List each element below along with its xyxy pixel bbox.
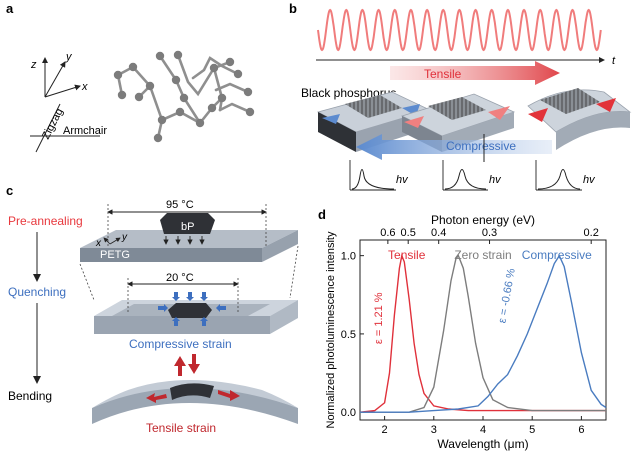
series-line-compressive <box>360 254 607 413</box>
x-tick-label: 6 <box>578 424 584 436</box>
compression-arrows <box>158 292 226 326</box>
armchair-label: Armchair <box>63 125 107 137</box>
top-axis-title: Photon energy (eV) <box>431 213 535 227</box>
step-bending: Bending <box>8 389 52 403</box>
series-line-tensile <box>359 253 606 413</box>
top-tick-label: 0.3 <box>482 227 497 239</box>
top-tick-label: 0.6 <box>380 227 395 239</box>
top-tick-label: 0.2 <box>584 227 599 239</box>
x-axis-title: Wavelength (μm) <box>437 437 528 451</box>
tensile-arrow <box>390 61 560 85</box>
pl-chart: 2 3 4 5 6 0.0 0.5 1.0 0.6 0.5 0.4 0.3 0.2 Photon ener… <box>325 213 607 451</box>
panel-a: a z y x Zigzag Armchair <box>6 1 255 153</box>
hv-label-left: hv <box>396 174 409 186</box>
transition-right <box>289 245 299 299</box>
y-tick-label: 0.5 <box>341 329 356 341</box>
mini-spectrum-right: hv <box>535 160 596 191</box>
axis-z-label: z <box>30 59 37 71</box>
compressive-arrow <box>356 134 552 160</box>
mini-spectrum-left: hv <box>349 160 409 191</box>
strain-annotation-tensile: ε = 1.21 % <box>373 292 385 344</box>
panel-c-letter: c <box>6 183 13 198</box>
hv-label-middle: hv <box>489 174 502 186</box>
axis-triad: z y x <box>30 51 88 98</box>
legend-label-compressive: Compressive <box>522 248 592 262</box>
compressive-strain-label: Compressive strain <box>129 337 232 351</box>
thermal-expansion-arrows <box>163 236 205 245</box>
mini-spectrum-middle: hv <box>442 160 502 191</box>
tensile-strain-label: Tensile strain <box>146 421 216 435</box>
series-line-zero-strain <box>360 254 606 413</box>
temp-cold-label: 20 °C <box>166 272 194 284</box>
top-tick-label: 0.4 <box>431 227 446 239</box>
legend-label-tensile: Tensile <box>388 248 426 262</box>
step-pre-annealing: Pre-annealing <box>8 214 83 228</box>
y-axis-title: Normalized photoluminescence intensity <box>325 231 337 428</box>
panel-a-letter: a <box>6 1 14 16</box>
axis-y-label: y <box>65 51 73 63</box>
legend-label-zero-strain: Zero strain <box>454 248 511 262</box>
compressive-arrow-label: Compressive <box>446 139 516 153</box>
axis-x-small: x <box>95 238 102 249</box>
bp-flake-hot <box>160 213 215 234</box>
bent-slab <box>527 88 632 150</box>
plot-frame <box>359 239 607 421</box>
top-tick-label: 0.5 <box>401 227 416 239</box>
strain-annotation-compressive: ε = -0.66 % <box>496 267 517 324</box>
axis-x-label: x <box>81 81 88 93</box>
axis-y-small: y <box>121 232 128 243</box>
hv-label-right: hv <box>583 174 596 186</box>
tensile-arrow-label: Tensile <box>424 67 462 81</box>
panel-c: c Pre-annealing Quenching Bending 95 °C … <box>6 183 299 435</box>
panel-d: d 2 3 4 5 6 0.0 0.5 1.0 0.6 0.5 0.4 0.3 0.2 Photon en… <box>318 207 607 451</box>
x-tick-label: 3 <box>431 424 437 436</box>
bending-arrows <box>174 354 200 376</box>
black-phosphorus-label: Black phosphorus <box>301 86 396 100</box>
bp-atoms <box>113 50 255 143</box>
zigzag-direction-line <box>35 103 61 153</box>
panel-b: b t Tensile Black phosphorus <box>289 1 632 191</box>
panel-d-letter: d <box>318 207 326 222</box>
y-tick-label: 0.0 <box>341 407 356 419</box>
y-tick-label: 1.0 <box>341 251 356 263</box>
x-tick-label: 4 <box>480 424 486 436</box>
transition-left <box>79 263 95 301</box>
tensile-arrows <box>146 390 240 403</box>
bp-flake-cold <box>168 303 212 318</box>
time-axis-label: t <box>612 55 616 67</box>
petg-slab-hot <box>80 230 298 262</box>
panel-b-letter: b <box>289 1 297 16</box>
bp-label: bP <box>181 221 194 233</box>
strain-modulation-wave <box>317 8 602 52</box>
step-quenching: Quenching <box>8 285 66 299</box>
petg-label: PETG <box>100 249 130 261</box>
petg-slab-cold <box>94 300 298 334</box>
temp-hot-label: 95 °C <box>166 199 194 211</box>
x-tick-label: 5 <box>529 424 535 436</box>
petg-slab-bent <box>92 380 298 424</box>
xy-axis-marker: x y <box>95 232 128 249</box>
x-tick-label: 2 <box>382 424 388 436</box>
